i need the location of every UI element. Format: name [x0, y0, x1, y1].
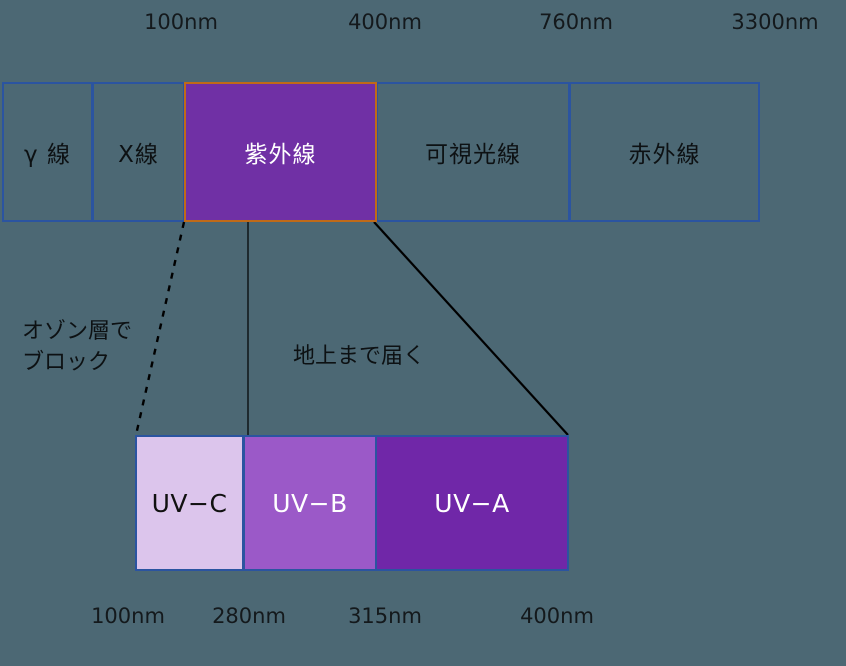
- uv-scale-label-2: 315nm: [348, 604, 422, 628]
- uv-band-uvb[interactable]: UV−B: [243, 435, 377, 571]
- uv-band-uva[interactable]: UV−A: [375, 435, 569, 571]
- top-scale-label-0: 100nm: [144, 10, 218, 34]
- uv-subband-bar: UV−C UV−B UV−A: [135, 435, 569, 571]
- spectrum-band-label-uv: 紫外線: [244, 142, 317, 168]
- uv-scale-label-3: 400nm: [520, 604, 594, 628]
- spectrum-band-label-xray: X線: [118, 142, 159, 168]
- spectrum-band-ir[interactable]: 赤外線: [569, 82, 760, 222]
- top-scale-label-3: 3300nm: [731, 10, 819, 34]
- connector-uva-solid-guide: [373, 221, 569, 436]
- connector-uvc-dashed-guide: [134, 221, 186, 436]
- spectrum-band-label-visible: 可視光線: [425, 142, 521, 168]
- uv-band-label-uva: UV−A: [434, 488, 510, 518]
- spectrum-band-label-gamma: γ 線: [24, 142, 71, 168]
- uv-band-label-uvb: UV−B: [272, 488, 348, 518]
- top-scale-label-2: 760nm: [539, 10, 613, 34]
- electromagnetic-spectrum-bar: γ 線 X線 紫外線 可視光線 赤外線: [2, 82, 760, 222]
- uv-scale-label-1: 280nm: [212, 604, 286, 628]
- spectrum-band-uv[interactable]: 紫外線: [184, 82, 377, 222]
- spectrum-band-label-ir: 赤外線: [628, 142, 701, 168]
- spectrum-band-xray[interactable]: X線: [92, 82, 185, 222]
- annotation-ozone-block: オゾン層で ブロック: [22, 319, 133, 376]
- uv-band-label-uvc: UV−C: [151, 488, 228, 518]
- top-scale-label-1: 400nm: [348, 10, 422, 34]
- spectrum-band-visible[interactable]: 可視光線: [376, 82, 570, 222]
- uv-scale-label-0: 100nm: [91, 604, 165, 628]
- uv-band-uvc[interactable]: UV−C: [135, 435, 244, 571]
- annotation-reaches-ground: 地上まで届く: [293, 344, 426, 369]
- spectrum-band-gamma[interactable]: γ 線: [2, 82, 93, 222]
